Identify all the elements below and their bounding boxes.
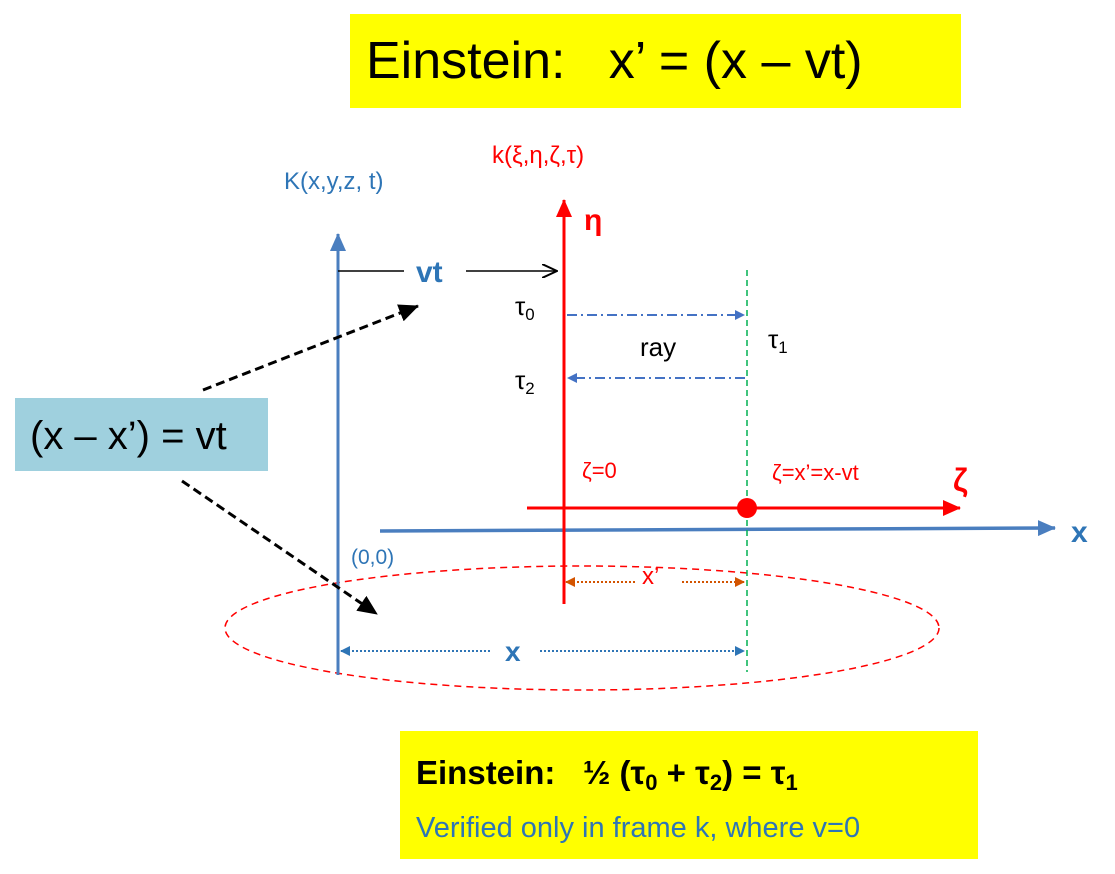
- tau2-label: τ2: [515, 365, 535, 399]
- tau0-label: τ0: [515, 291, 535, 325]
- title-equation: Einstein: x’ = (x – vt): [366, 30, 863, 92]
- ray-label: ray: [640, 332, 677, 362]
- relation-box: [15, 398, 268, 471]
- title-formula: x’ = (x – vt): [608, 32, 863, 90]
- x-axis: [379, 520, 1056, 537]
- zeta-zero-label: ζ=0: [582, 458, 617, 483]
- pointer-to-vt: [202, 304, 419, 392]
- title-box: [350, 14, 961, 108]
- title-prefix: Einstein:: [366, 32, 566, 90]
- pointer-to-ellipse: [181, 479, 378, 616]
- x-axis-label: x: [1071, 516, 1088, 549]
- origin-label: (0,0): [351, 546, 395, 569]
- x-prime-label: x’: [642, 563, 660, 590]
- highlight-ellipse: [224, 565, 940, 691]
- note-box: [400, 731, 978, 859]
- note-equation: Einstein: ½ (τ0 + τ2) = τ1: [416, 754, 798, 795]
- x-distance-label: x: [505, 636, 521, 667]
- note-caption: Verified only in frame k, where v=0: [416, 812, 861, 844]
- K-frame-label: K(x,y,z, t): [284, 168, 384, 195]
- tau1-label: τ1: [768, 324, 788, 358]
- vt-label: vt: [416, 256, 443, 289]
- eta-axis-label: η: [584, 204, 603, 237]
- zeta-axis-label: ζ: [953, 462, 968, 498]
- k-frame-label: k(ξ,η,ζ,τ): [492, 142, 585, 169]
- event-point: [737, 498, 757, 518]
- relation-equation: (x – x’) = vt: [30, 414, 227, 458]
- zeta-event-label: ζ=x’=x-vt: [772, 460, 859, 485]
